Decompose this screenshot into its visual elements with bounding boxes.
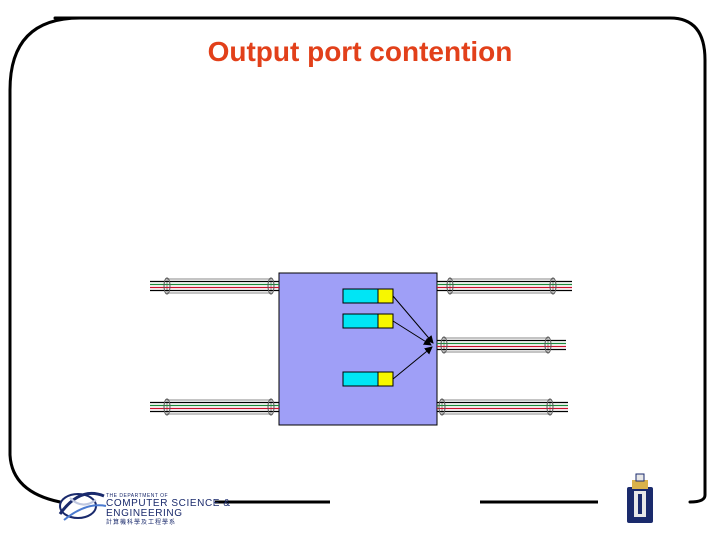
input-link-top bbox=[150, 277, 279, 295]
queue-head-cell bbox=[377, 313, 394, 329]
dept-line-3: ENGINEERING bbox=[106, 508, 183, 519]
department-name: THE DEPARTMENT OF COMPUTER SCIENCE & ENG… bbox=[106, 493, 231, 527]
dept-line-2: COMPUTER SCIENCE & bbox=[106, 498, 231, 509]
queue-head-cell bbox=[377, 288, 394, 304]
queue-cell bbox=[342, 313, 379, 329]
output-link-middle bbox=[437, 336, 566, 354]
queue-head-cell bbox=[377, 371, 394, 387]
queue-cell bbox=[342, 371, 379, 387]
slide-frame bbox=[8, 16, 707, 504]
dept-line-4: 計算機科學及工程學系 bbox=[106, 520, 177, 526]
arrow-from-queue-3 bbox=[392, 346, 433, 380]
slide-title: Output port contention bbox=[207, 36, 513, 67]
dept-line-1: THE DEPARTMENT OF bbox=[106, 493, 169, 499]
output-link-top bbox=[437, 277, 572, 295]
input-queue-2 bbox=[342, 313, 394, 329]
output-link-bottom bbox=[437, 398, 568, 416]
input-link-bottom bbox=[150, 398, 279, 416]
input-queue-3 bbox=[342, 371, 394, 387]
arrow-from-queue-1 bbox=[392, 295, 434, 344]
queue-cell bbox=[342, 288, 379, 304]
arrow-from-queue-2 bbox=[392, 320, 432, 346]
cse-department-logo-icon bbox=[58, 491, 107, 521]
hkust-emblem-icon bbox=[627, 473, 653, 523]
input-queue-1 bbox=[342, 288, 394, 304]
